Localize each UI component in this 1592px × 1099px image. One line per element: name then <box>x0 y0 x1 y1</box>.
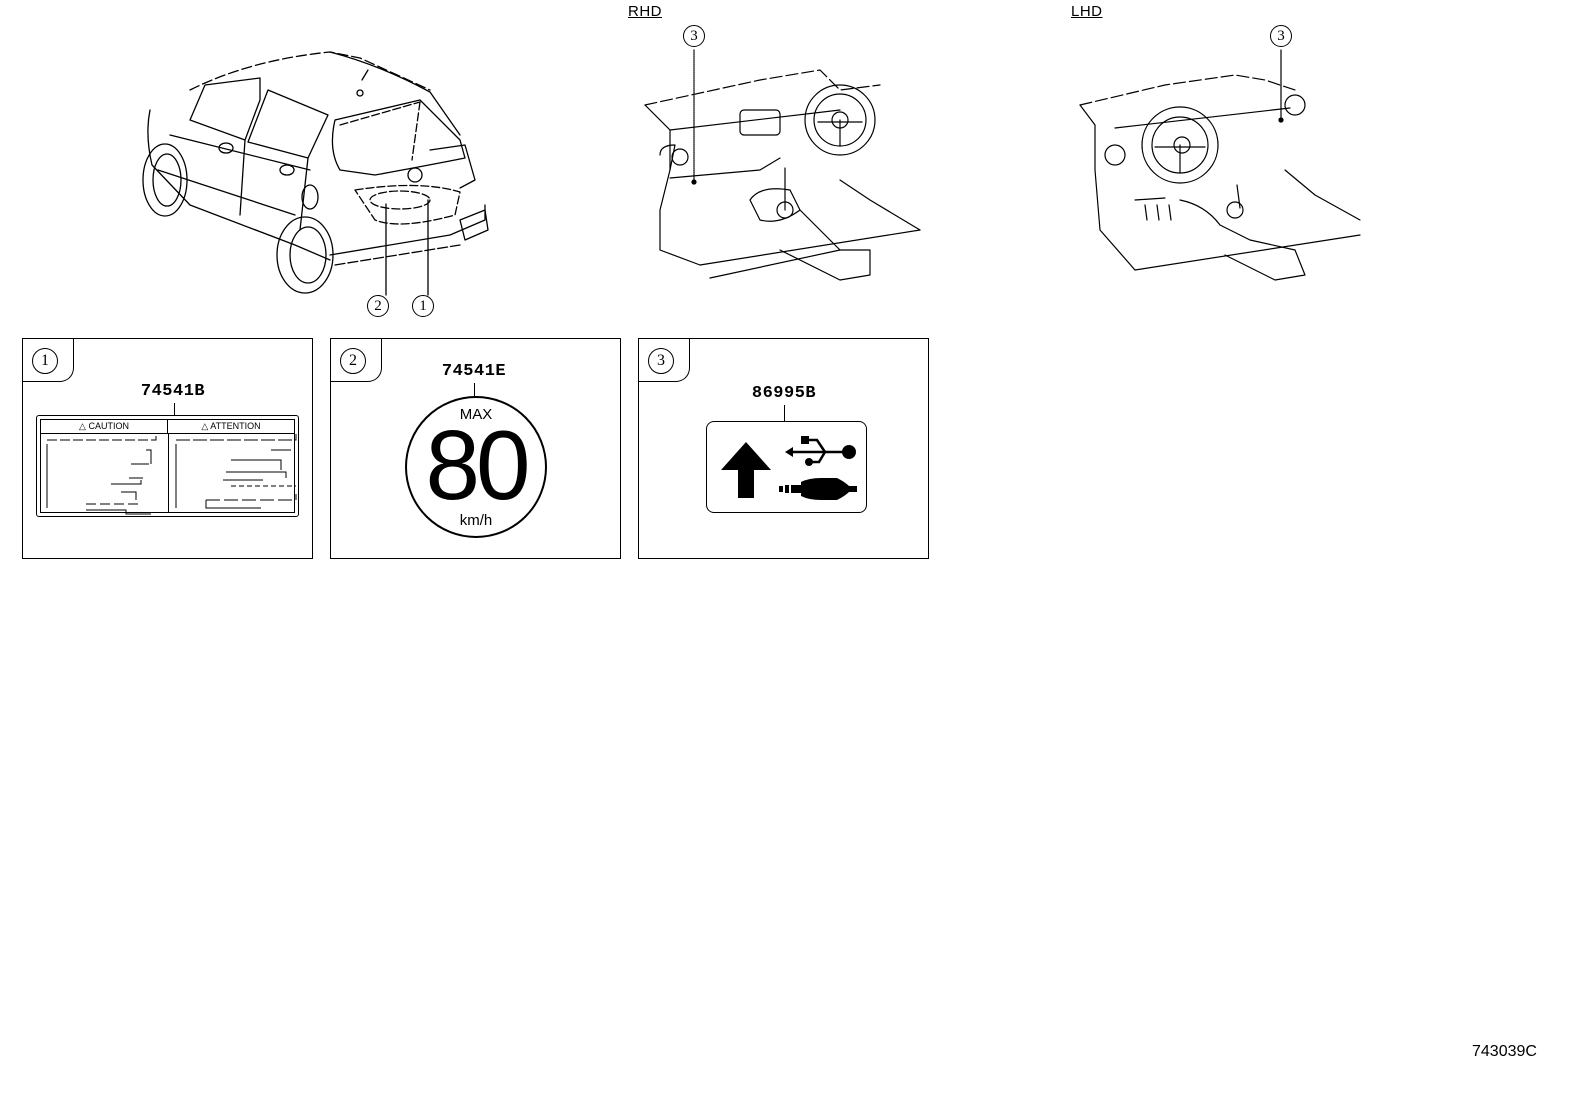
usb-aux-plate <box>706 421 867 513</box>
lhd-dashboard-illustration <box>1079 49 1361 281</box>
illustration-code: 743039C <box>1472 1043 1537 1060</box>
max-label: MAX <box>459 406 493 423</box>
panel-tab-3: 3 <box>638 338 690 382</box>
panel-index-2: 2 <box>340 348 366 374</box>
panel-tab-2: 2 <box>330 338 382 382</box>
part-number-74541e: 74541E <box>441 362 507 381</box>
speed-value: 80 <box>425 410 530 520</box>
speed-limit-plate: MAX 80 km/h <box>405 396 547 538</box>
panel-index-1: 1 <box>32 348 58 374</box>
label-panel-3: 3 86995B <box>638 338 929 559</box>
rhd-dashboard-view <box>640 49 930 300</box>
callout-rhd-3: 3 <box>683 25 705 47</box>
callout-vehicle-1: 1 <box>412 295 434 317</box>
vehicle-illustration <box>142 51 489 296</box>
vehicle-rear-view <box>130 40 490 296</box>
rhd-dashboard-illustration <box>644 49 921 281</box>
usb-icon <box>785 436 856 466</box>
label-panel-1: 1 74541B △ CAUTION △ ATTENTION <box>22 338 313 559</box>
caution-attention-plate: △ CAUTION △ ATTENTION <box>36 415 299 517</box>
attention-header: △ ATTENTION <box>201 421 261 431</box>
warning-triangle-icon: △ <box>201 421 209 431</box>
up-arrow-icon <box>721 442 771 498</box>
part-number-86995b: 86995B <box>751 384 817 403</box>
speed-unit: km/h <box>459 512 493 529</box>
lhd-dashboard-view <box>1075 49 1365 300</box>
aux-jack-icon <box>779 478 857 500</box>
rhd-view-label: RHD <box>628 3 662 20</box>
label-panel-2: 2 74541E MAX 80 km/h <box>330 338 621 559</box>
callout-vehicle-2: 2 <box>367 295 389 317</box>
caution-header: △ CAUTION <box>41 420 168 433</box>
warning-triangle-icon: △ <box>79 421 86 431</box>
lhd-view-label: LHD <box>1071 3 1103 20</box>
panel-index-3: 3 <box>648 348 674 374</box>
callout-lhd-3: 3 <box>1270 25 1292 47</box>
label-text-placeholder <box>46 434 297 515</box>
panel-tab-1: 1 <box>22 338 74 382</box>
part-number-74541b: 74541B <box>140 382 206 401</box>
